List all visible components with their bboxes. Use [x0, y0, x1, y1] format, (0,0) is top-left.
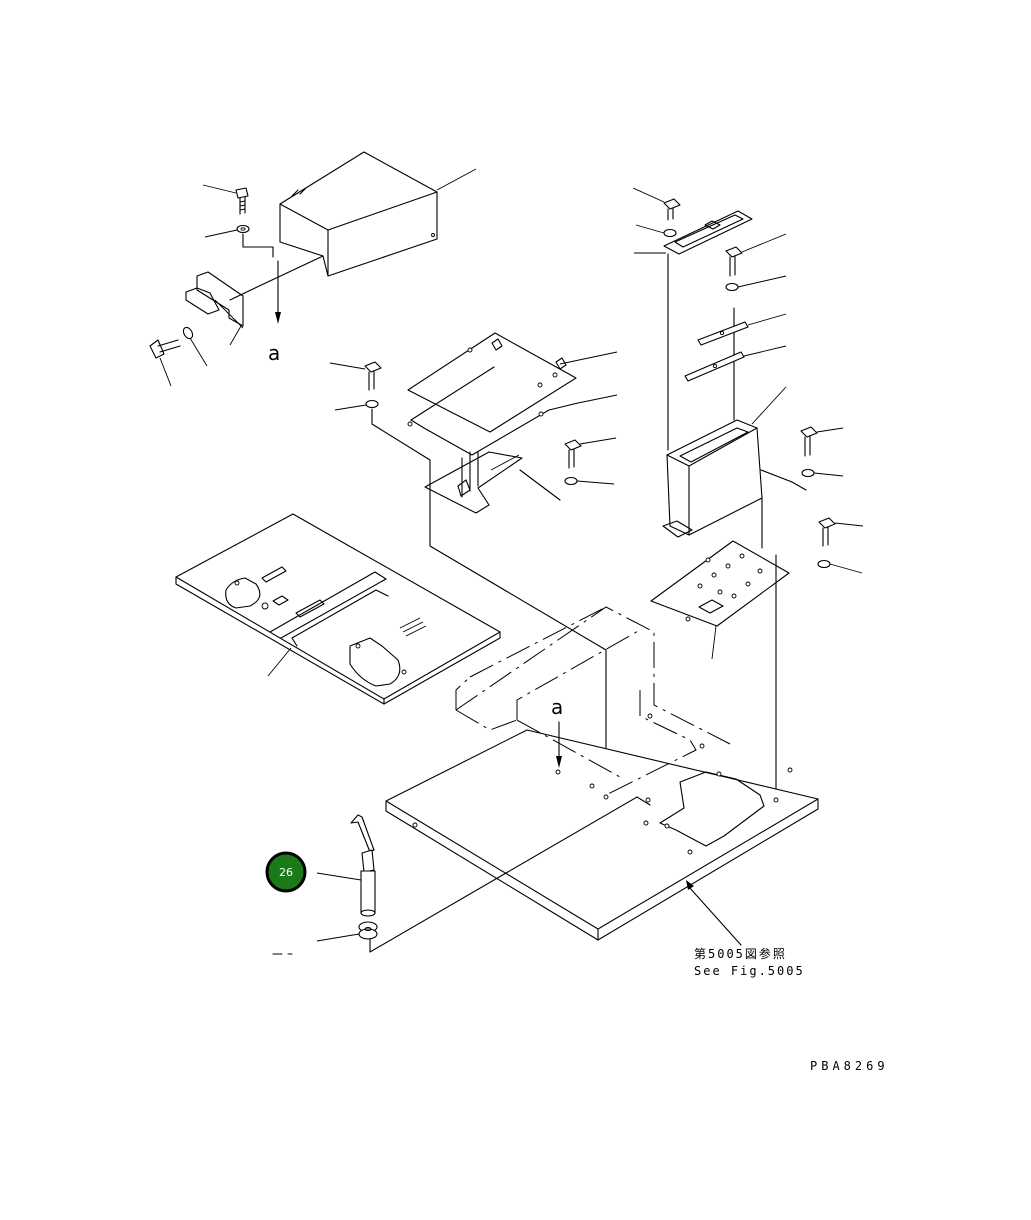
view-label-a-lower: a [551, 695, 563, 719]
reference-note-en: See Fig.5005 [694, 964, 805, 978]
bolt [202, 184, 249, 215]
view-label-a-upper: a [268, 341, 280, 365]
drawing-code: PBA8269 [810, 1059, 889, 1073]
center-bracket-assembly [329, 332, 618, 794]
floor-base: a [385, 606, 819, 946]
lever-assembly [272, 796, 651, 955]
callout-badge-label: 26 [279, 866, 293, 879]
upper-right-box-assembly [632, 187, 864, 798]
callout-badge: 26 [265, 851, 307, 893]
reference-note-ja: 第5005図参照 [694, 946, 787, 961]
floor-mat [175, 513, 501, 705]
upper-left-cover-assembly: a [149, 151, 477, 387]
